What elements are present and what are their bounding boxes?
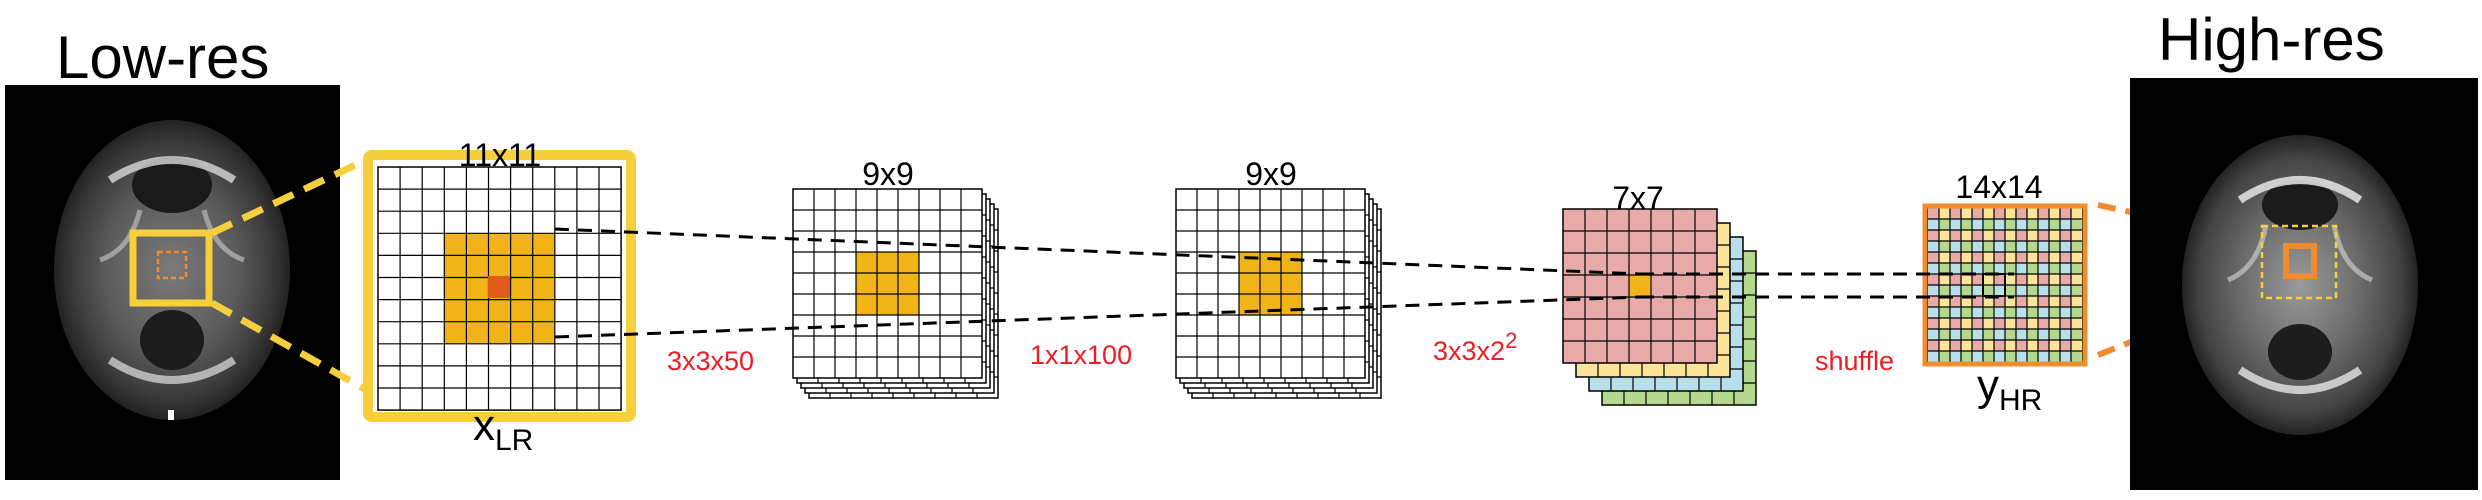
receptive-field-lines xyxy=(554,227,2014,339)
layer1-grid-size-label: 9x9 xyxy=(862,156,914,192)
conv3-label: 3x3x22 xyxy=(1433,328,1517,366)
shuffle-label: shuffle xyxy=(1815,346,1894,376)
center-pixel xyxy=(488,276,510,298)
layer1-map-front xyxy=(792,188,983,379)
output-frame xyxy=(1922,203,2088,367)
input-grid-size-label: 11x11 xyxy=(459,137,541,173)
zoom-lines-low xyxy=(210,154,372,396)
layer3-grid-size-label: 7x7 xyxy=(1612,180,1664,216)
low-res-brain-image xyxy=(5,85,340,480)
low-res-title: Low-res xyxy=(56,24,269,91)
conv2-label: 1x1x100 xyxy=(1030,340,1132,370)
high-res-title: High-res xyxy=(2158,6,2385,73)
high-res-brain-image xyxy=(2130,78,2478,490)
layer3-feature-maps xyxy=(1562,208,1757,406)
layer2-map-front xyxy=(1175,188,1366,379)
conv1-label: 3x3x50 xyxy=(667,346,754,376)
layer2-grid-size-label: 9x9 xyxy=(1245,156,1297,192)
x-lr-symbol: xLR xyxy=(473,401,533,457)
output-patch-grid xyxy=(1922,203,2088,367)
layer2-feature-maps xyxy=(1175,188,1382,399)
layer3-map-front xyxy=(1562,208,1718,364)
layer1-feature-maps xyxy=(792,188,999,399)
output-grid-size-label: 14x14 xyxy=(1955,169,2042,205)
input-patch-grid xyxy=(363,150,636,422)
y-hr-symbol: yHR xyxy=(1977,361,2042,417)
